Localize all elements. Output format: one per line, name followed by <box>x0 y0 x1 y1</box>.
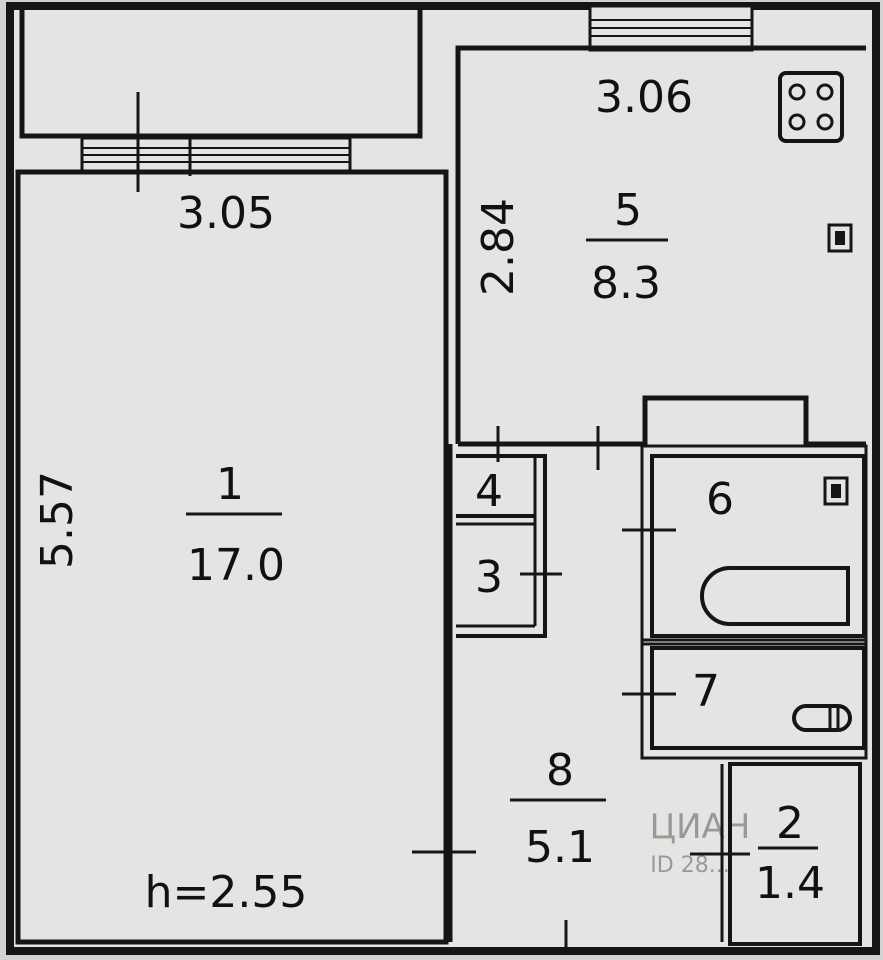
ceiling-height: h=2.55 <box>145 867 308 918</box>
room-1-number: 1 <box>216 459 244 510</box>
door-marks <box>412 572 568 950</box>
room-8-area: 5.1 <box>525 822 595 873</box>
room-1 <box>15 169 449 945</box>
balcony <box>19 3 423 139</box>
toilet-icon <box>792 704 852 732</box>
ventilation-icon <box>823 476 849 506</box>
corridor-walls <box>447 426 600 942</box>
ventilation-icon <box>827 223 853 253</box>
room-2-number: 2 <box>776 798 804 849</box>
stove-icon <box>778 71 844 143</box>
room-7-number: 7 <box>692 666 720 717</box>
room-2-area: 1.4 <box>755 858 825 909</box>
room-1-area: 17.0 <box>187 540 285 591</box>
watermark: ЦИАН ID 28... <box>650 807 751 878</box>
room-7-toilet <box>622 638 868 760</box>
room-8-number: 8 <box>546 745 574 796</box>
room-2-storage <box>690 762 862 946</box>
watermark-brand: ЦИАН <box>650 807 751 847</box>
room-3-number: 3 <box>475 552 503 603</box>
bathtub-icon <box>700 566 850 626</box>
room-5-area: 8.3 <box>591 258 661 309</box>
room-6-number: 6 <box>706 474 734 525</box>
kitchen-length: 2.84 <box>473 198 524 296</box>
room-6-bathroom <box>622 444 868 646</box>
room-1-width: 3.05 <box>177 188 275 239</box>
kitchen-width: 3.06 <box>595 72 693 123</box>
room-1-length: 5.57 <box>32 471 83 569</box>
kitchen-window-icon <box>588 4 754 52</box>
outer-walls <box>6 2 880 955</box>
window-icon <box>80 92 352 192</box>
room-4-number: 4 <box>475 466 503 517</box>
watermark-id: ID 28... <box>650 853 729 878</box>
room-5-kitchen <box>455 45 866 447</box>
room-5-number: 5 <box>614 185 642 236</box>
